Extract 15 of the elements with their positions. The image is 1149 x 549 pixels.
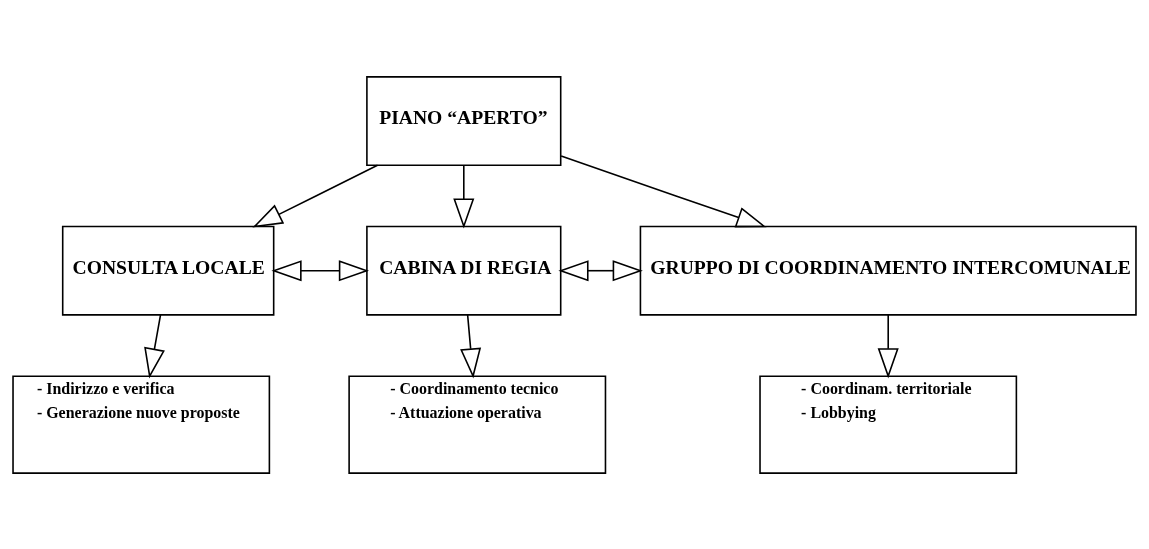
node-box: - Coordinam. territoriale - Lobbying xyxy=(759,374,1018,474)
node-box: - Indirizzo e verifica - Generazione nuove proposte xyxy=(12,374,271,474)
arrow xyxy=(252,163,379,228)
arrow xyxy=(560,154,767,227)
arrow xyxy=(558,259,643,281)
arrow xyxy=(144,313,165,378)
arrow xyxy=(460,313,482,378)
node-box: - Coordinamento tecnico - Attuazione operativa xyxy=(348,374,607,474)
node-box: CABINA DI REGIA xyxy=(366,225,562,316)
arrow xyxy=(271,259,369,281)
node-box: GRUPPO DI COORDINAMENTO INTERCOMUNALE xyxy=(639,225,1137,316)
node-box: CONSULTA LOCALE xyxy=(61,225,275,316)
node-box: PIANO “APERTO” xyxy=(366,75,562,166)
arrow xyxy=(877,313,899,378)
arrow xyxy=(453,163,475,229)
